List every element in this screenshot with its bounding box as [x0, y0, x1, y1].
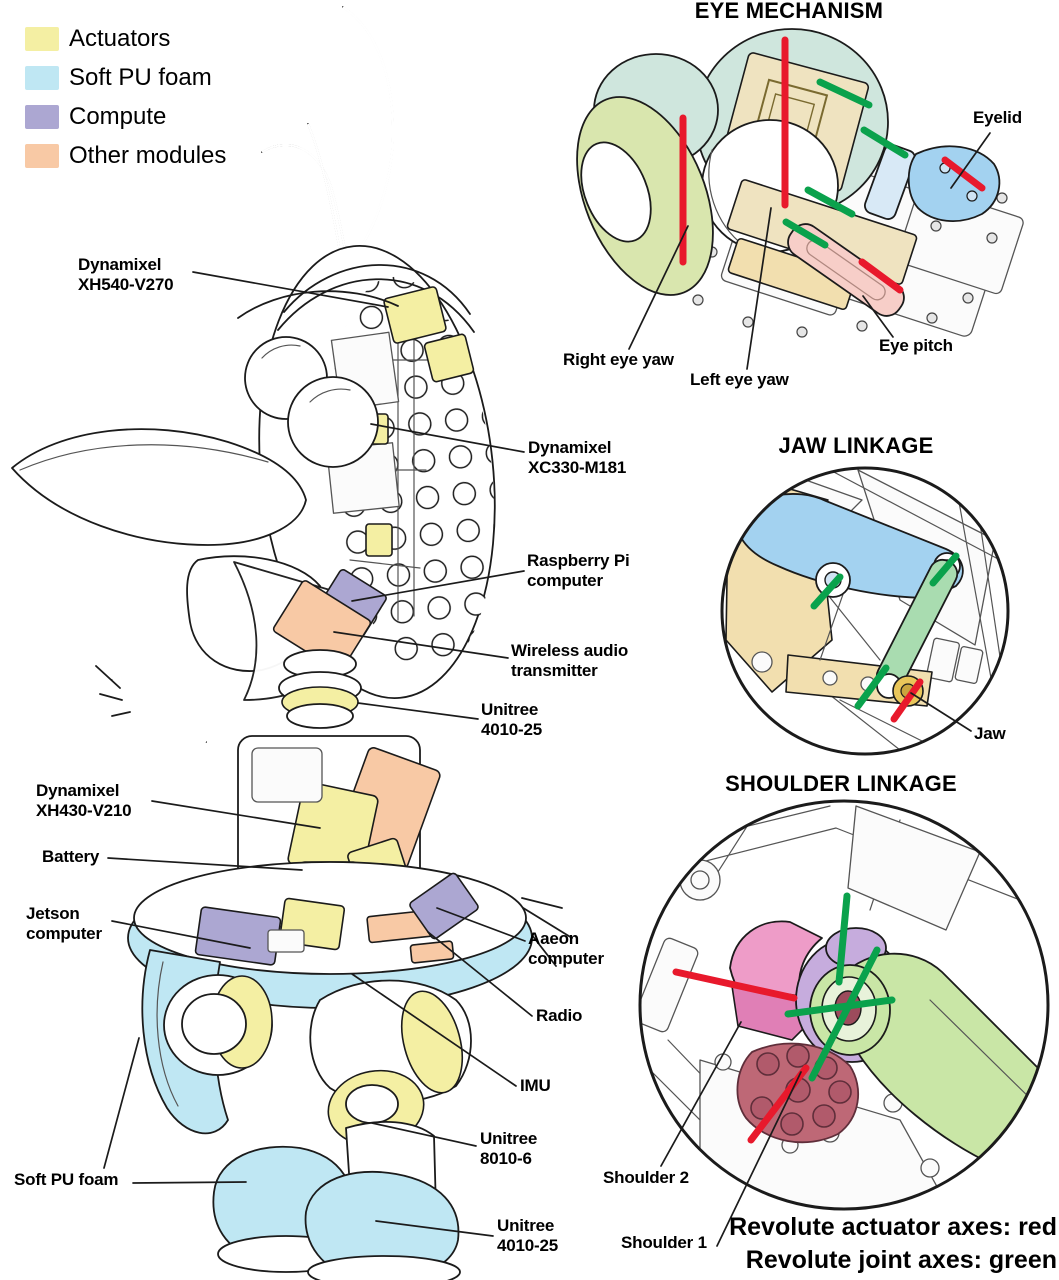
eye-mechanism-title: EYE MECHANISM [694, 0, 884, 23]
label-unitree-knee: Unitree 8010-6 [480, 1129, 538, 1168]
other-modules-label: Other modules [69, 141, 227, 169]
axis-color-note: Revolute actuator axes: red Revolute joi… [560, 1211, 1057, 1277]
robot-figure [11, 6, 573, 1280]
actuators-swatch [25, 26, 59, 51]
label-dynamixel-xh430: Dynamixel XH430-V210 [36, 781, 132, 820]
label-shoulder-1: Shoulder 1 [621, 1233, 707, 1252]
label-radio: Radio [536, 1006, 583, 1025]
axis-note-line2: Revolute joint axes: green [745, 1246, 1057, 1274]
label-eyelid: Eyelid [973, 108, 1022, 127]
legend: Actuators Soft PU foam Compute Other mod… [25, 24, 227, 182]
label-soft-pu-foam: Soft PU foam [14, 1170, 119, 1189]
jaw-linkage-title: JAW LINKAGE [778, 433, 934, 458]
label-unitree-neck: Unitree 4010-25 [481, 700, 542, 739]
xh540-actuator-block [383, 286, 475, 383]
antennae [261, 6, 395, 255]
eyelid-link [864, 144, 916, 220]
eye-pitch-link [787, 223, 905, 317]
label-right-eye-yaw: Right eye yaw [563, 350, 674, 369]
label-battery: Battery [42, 847, 100, 866]
leader-lines [103, 132, 991, 1247]
label-jetson: Jetson computer [26, 904, 102, 943]
label-left-eye-yaw: Left eye yaw [690, 370, 789, 389]
label-unitree-ankle: Unitree 4010-25 [497, 1216, 558, 1255]
soft-pu-foam-label: Soft PU foam [69, 63, 212, 91]
jaw-linkage-figure [720, 466, 1010, 756]
label-aaeon: Aaeon computer [528, 929, 604, 968]
compute-label: Compute [69, 102, 167, 130]
label-wireless-audio: Wireless audio transmitter [511, 641, 629, 680]
label-shoulder-2: Shoulder 2 [603, 1168, 689, 1187]
soft-pu-foam-swatch [25, 65, 59, 90]
aaeon-module [409, 872, 479, 940]
neck-modules [272, 569, 387, 729]
legend-item-other-modules: Other modules [25, 141, 227, 169]
compute-swatch [25, 104, 59, 129]
label-imu: IMU [520, 1076, 551, 1095]
legend-item-actuators: Actuators [25, 24, 226, 52]
legend-item-soft-pu-foam: Soft PU foam [25, 63, 226, 91]
eyes [237, 290, 399, 468]
label-raspberry-pi: Raspberry Pi computer [527, 551, 630, 590]
shoulder1-motor [736, 1042, 860, 1144]
head-internals [326, 286, 475, 621]
axis-note-line1: Revolute actuator axes: red [729, 1213, 1057, 1241]
label-jaw: Jaw [974, 724, 1006, 743]
eye-mechanism-figure [576, 28, 1024, 338]
label-dynamixel-xh540: Dynamixel XH540-V270 [78, 255, 174, 294]
shoulder-linkage-figure [638, 799, 1050, 1211]
jaw-axes [810, 552, 960, 723]
feet [212, 1145, 461, 1280]
hip-disc [127, 861, 533, 1009]
other-modules-swatch [25, 143, 59, 168]
label-dynamixel-xc330: Dynamixel XC330-M181 [528, 438, 627, 477]
label-eye-pitch: Eye pitch [879, 336, 953, 355]
actuators-label: Actuators [69, 24, 171, 52]
right-eyeball [580, 141, 652, 243]
legend-item-compute: Compute [25, 102, 226, 130]
shoulder-linkage-title: SHOULDER LINKAGE [725, 771, 957, 796]
